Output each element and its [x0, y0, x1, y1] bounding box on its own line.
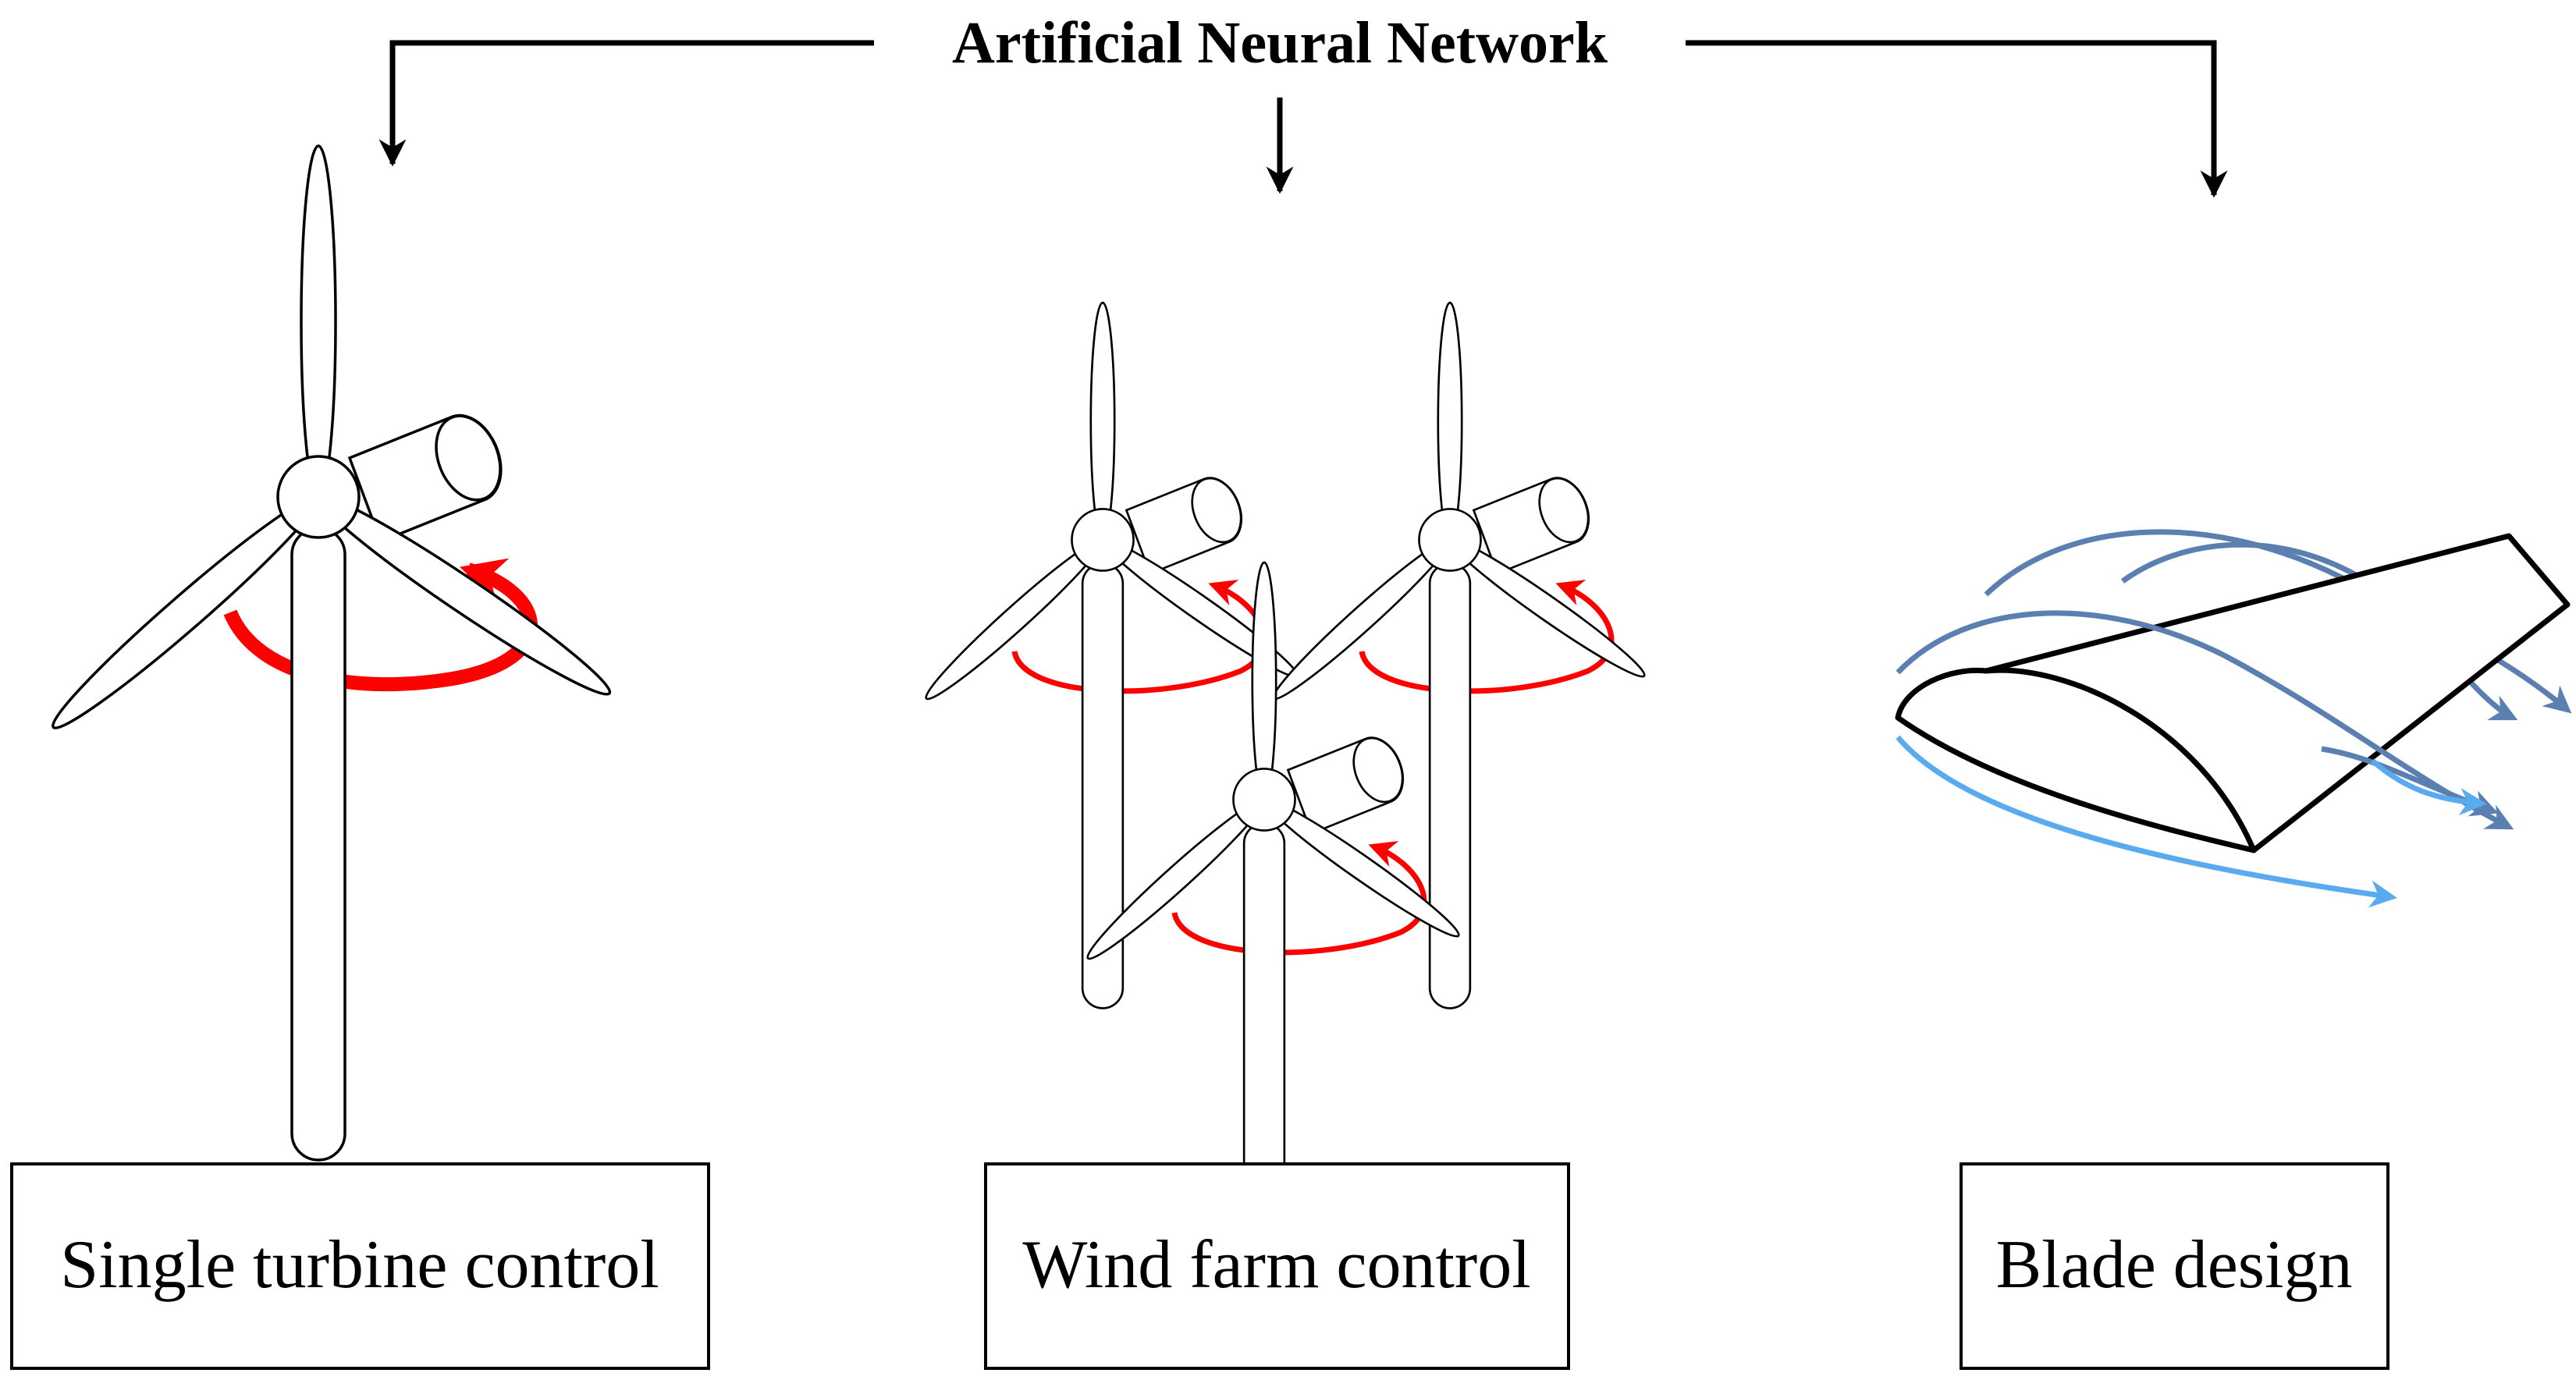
panel-label-single-turbine: Single turbine control	[60, 1227, 659, 1303]
arrow-to-blade-design	[1686, 40, 2228, 198]
airflow-arrow-icon	[2370, 758, 2487, 816]
airflow-arrow-icon	[1896, 735, 2397, 908]
wind-farm-illustration	[917, 301, 1653, 1323]
rotation-arrow-icon	[1359, 580, 1615, 694]
connector-arrows	[378, 40, 2228, 198]
airflow-arrow-icon	[1896, 610, 2514, 830]
blade-design-illustration	[1895, 529, 2572, 908]
single-turbine-illustration	[52, 144, 612, 1162]
panel-label-blade-design: Blade design	[1995, 1227, 2352, 1303]
rotation-arrow-icon	[1171, 841, 1427, 956]
airflow-arrow-icon	[1984, 529, 2572, 714]
rotation-arrow-icon	[1011, 580, 1267, 694]
wind-turbine-icon	[1086, 561, 1460, 1323]
panel-blade-design-box: Blade design	[1960, 1162, 2389, 1370]
arrow-to-single-turbine	[378, 40, 874, 167]
wind-turbine-icon	[52, 144, 612, 1162]
panel-label-wind-farm: Wind farm control	[1022, 1227, 1530, 1303]
rotation-arrow-icon	[223, 558, 538, 692]
panel-single-turbine-box: Single turbine control	[10, 1162, 710, 1370]
wind-turbine-icon	[1264, 301, 1653, 1009]
airfoil-blade-icon	[1895, 533, 2571, 853]
diagram-title: Artificial Neural Network	[952, 10, 1608, 76]
airflow-arrows-lower	[1896, 610, 2514, 908]
panel-wind-farm-box: Wind farm control	[984, 1162, 1570, 1370]
